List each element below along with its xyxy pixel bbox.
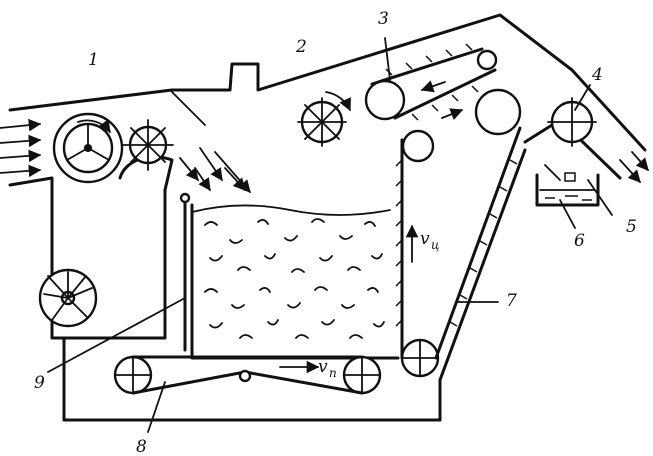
tray-5-6 [535, 164, 613, 229]
label-6: 6 [574, 231, 585, 251]
gate-9 [47, 192, 191, 373]
velocity-labels: v ц v п [318, 229, 439, 380]
drum-1 [52, 112, 124, 184]
velocity-horizontal-symbol: v [318, 357, 328, 377]
hopper [190, 203, 400, 360]
label-5: 5 [626, 217, 637, 237]
velocity-vertical-symbol: v [420, 229, 430, 249]
velocity-horizontal-subscript: п [329, 366, 337, 380]
label-9: 9 [34, 373, 45, 393]
wheel-2 [297, 91, 351, 147]
velocity-vertical-subscript: ц [431, 238, 439, 252]
label-8: 8 [136, 437, 147, 456]
label-2: 2 [295, 37, 307, 57]
falling-arrows [179, 147, 251, 193]
label-7: 7 [506, 291, 517, 311]
brush-wheel-1 [122, 119, 174, 171]
label-3: 3 [378, 9, 389, 29]
inlet-arrows [0, 118, 42, 178]
part-labels: 1 2 3 4 5 6 7 8 9 [34, 9, 637, 456]
belt-7 [395, 88, 522, 378]
wheel-4 [547, 84, 649, 183]
blower [38, 268, 98, 328]
label-1: 1 [88, 50, 99, 70]
conveyor-8 [113, 355, 382, 433]
belt-3 [364, 37, 498, 121]
label-4: 4 [591, 65, 603, 85]
